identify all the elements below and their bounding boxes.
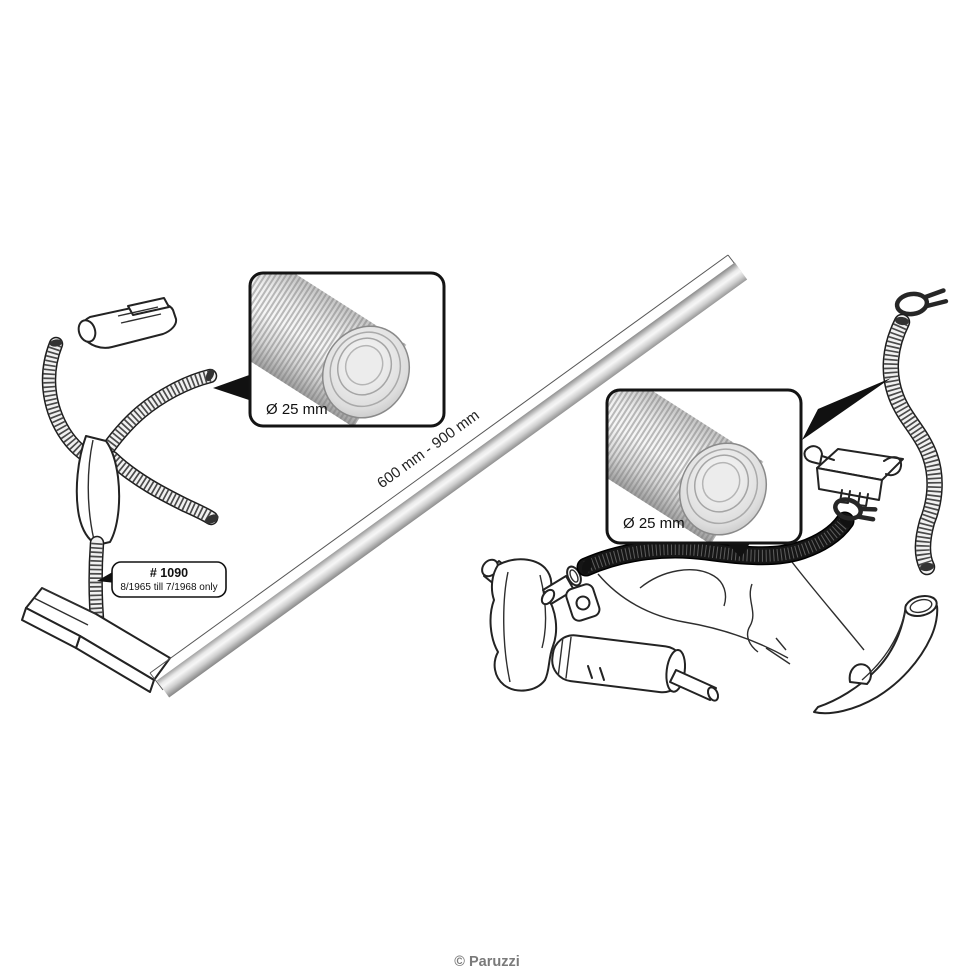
inset-left-border bbox=[248, 271, 446, 428]
air-duct-box-drawing bbox=[803, 445, 904, 507]
inset-right-pointer-arrow bbox=[802, 378, 891, 440]
diameter-label-left: Ø 25 mm bbox=[266, 401, 328, 418]
detail-inset-left: Ø 25 mm bbox=[248, 271, 446, 428]
detail-inset-right: Ø 25 mm bbox=[605, 388, 803, 545]
hose-clamp-top bbox=[894, 288, 949, 317]
heater-channel-drawing bbox=[21, 587, 171, 693]
corrugated-hose-branch bbox=[112, 458, 219, 526]
left-hose-assembly-drawing bbox=[21, 297, 219, 693]
dimension-line bbox=[149, 254, 729, 674]
chassis-outline-drawing bbox=[597, 561, 865, 665]
hose-clamp-mid bbox=[833, 497, 878, 522]
callout-box bbox=[111, 561, 227, 598]
heat-exchanger-drawing bbox=[481, 558, 601, 692]
corrugated-hose-upper-right bbox=[105, 368, 216, 453]
vent-nozzle-drawing bbox=[77, 297, 178, 349]
y-junction-drawing bbox=[75, 435, 121, 546]
corrugated-hose-right bbox=[891, 316, 935, 572]
corrugated-hose-upper-left bbox=[49, 339, 96, 461]
flexible-tube bbox=[156, 262, 748, 698]
part-callout: # 1090 8/1965 till 7/1968 only bbox=[97, 561, 227, 598]
inset-right-border bbox=[605, 388, 803, 545]
muffler-drawing bbox=[551, 634, 720, 702]
diameter-label-right: Ø 25 mm bbox=[623, 515, 685, 532]
part-number: # 1090 bbox=[150, 566, 188, 580]
elbow-pipe-drawing bbox=[813, 595, 939, 715]
fitment-note: 8/1965 till 7/1968 only bbox=[120, 582, 217, 593]
paruzzi-watermark: © Paruzzi bbox=[454, 954, 519, 970]
inset-left-pointer-arrow bbox=[213, 374, 252, 401]
